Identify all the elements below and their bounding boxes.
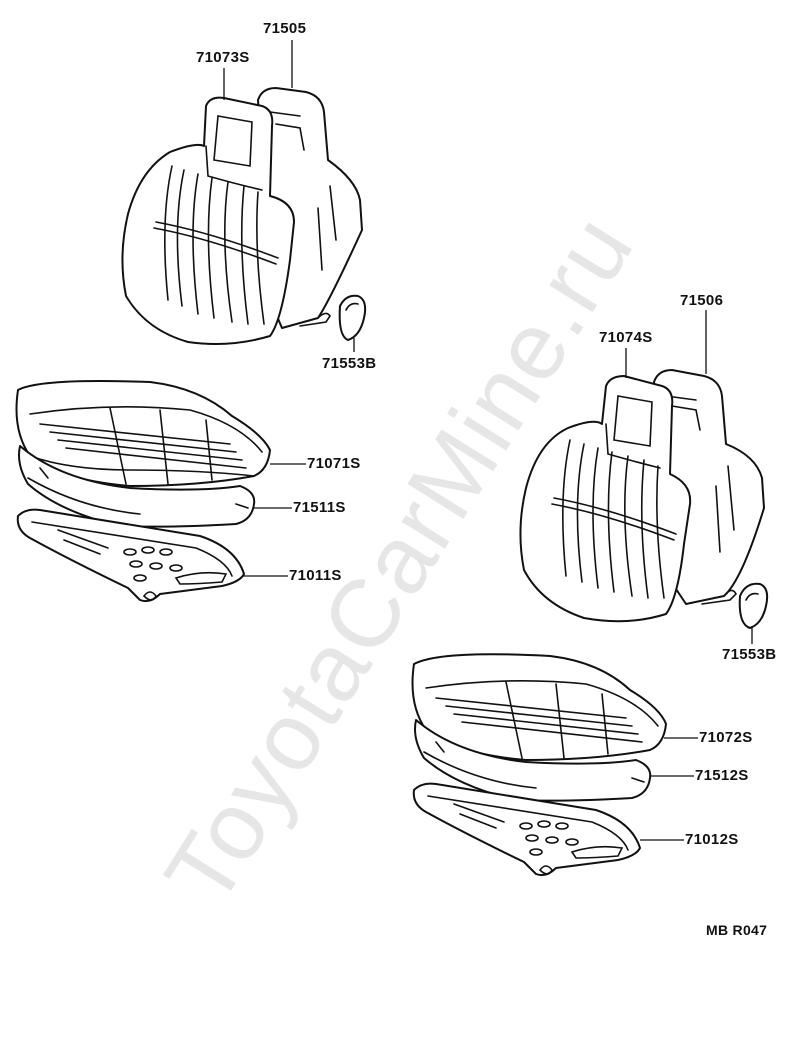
right-seatback-cover	[519, 375, 692, 623]
leader-lines	[223, 40, 753, 841]
right-cushion-pad	[414, 719, 652, 802]
right-seat-frame	[412, 782, 641, 877]
left-cushion-pad	[18, 445, 256, 528]
callout-71071S: 71071S	[307, 455, 361, 472]
callout-71074S: 71074S	[599, 329, 653, 346]
callout-71553B-right: 71553B	[722, 646, 777, 663]
callout-71506: 71506	[680, 292, 724, 309]
left-seatback-cover	[121, 96, 295, 345]
callout-71553B-left: 71553B	[322, 355, 377, 372]
diagram-code: MB R047	[706, 922, 768, 938]
callout-71505: 71505	[263, 20, 307, 37]
left-seat-frame	[16, 508, 245, 603]
callout-71012S: 71012S	[685, 831, 739, 848]
callout-71011S: 71011S	[289, 567, 342, 584]
right-recliner-cap	[738, 582, 769, 629]
right-seat-cushion	[411, 653, 667, 761]
callout-71512S: 71512S	[695, 767, 749, 784]
left-recliner-cap	[338, 294, 367, 341]
callout-71511S: 71511S	[293, 499, 346, 516]
callout-71072S: 71072S	[699, 729, 753, 746]
callout-71073S: 71073S	[196, 49, 250, 66]
left-seat-cushion	[15, 380, 271, 487]
